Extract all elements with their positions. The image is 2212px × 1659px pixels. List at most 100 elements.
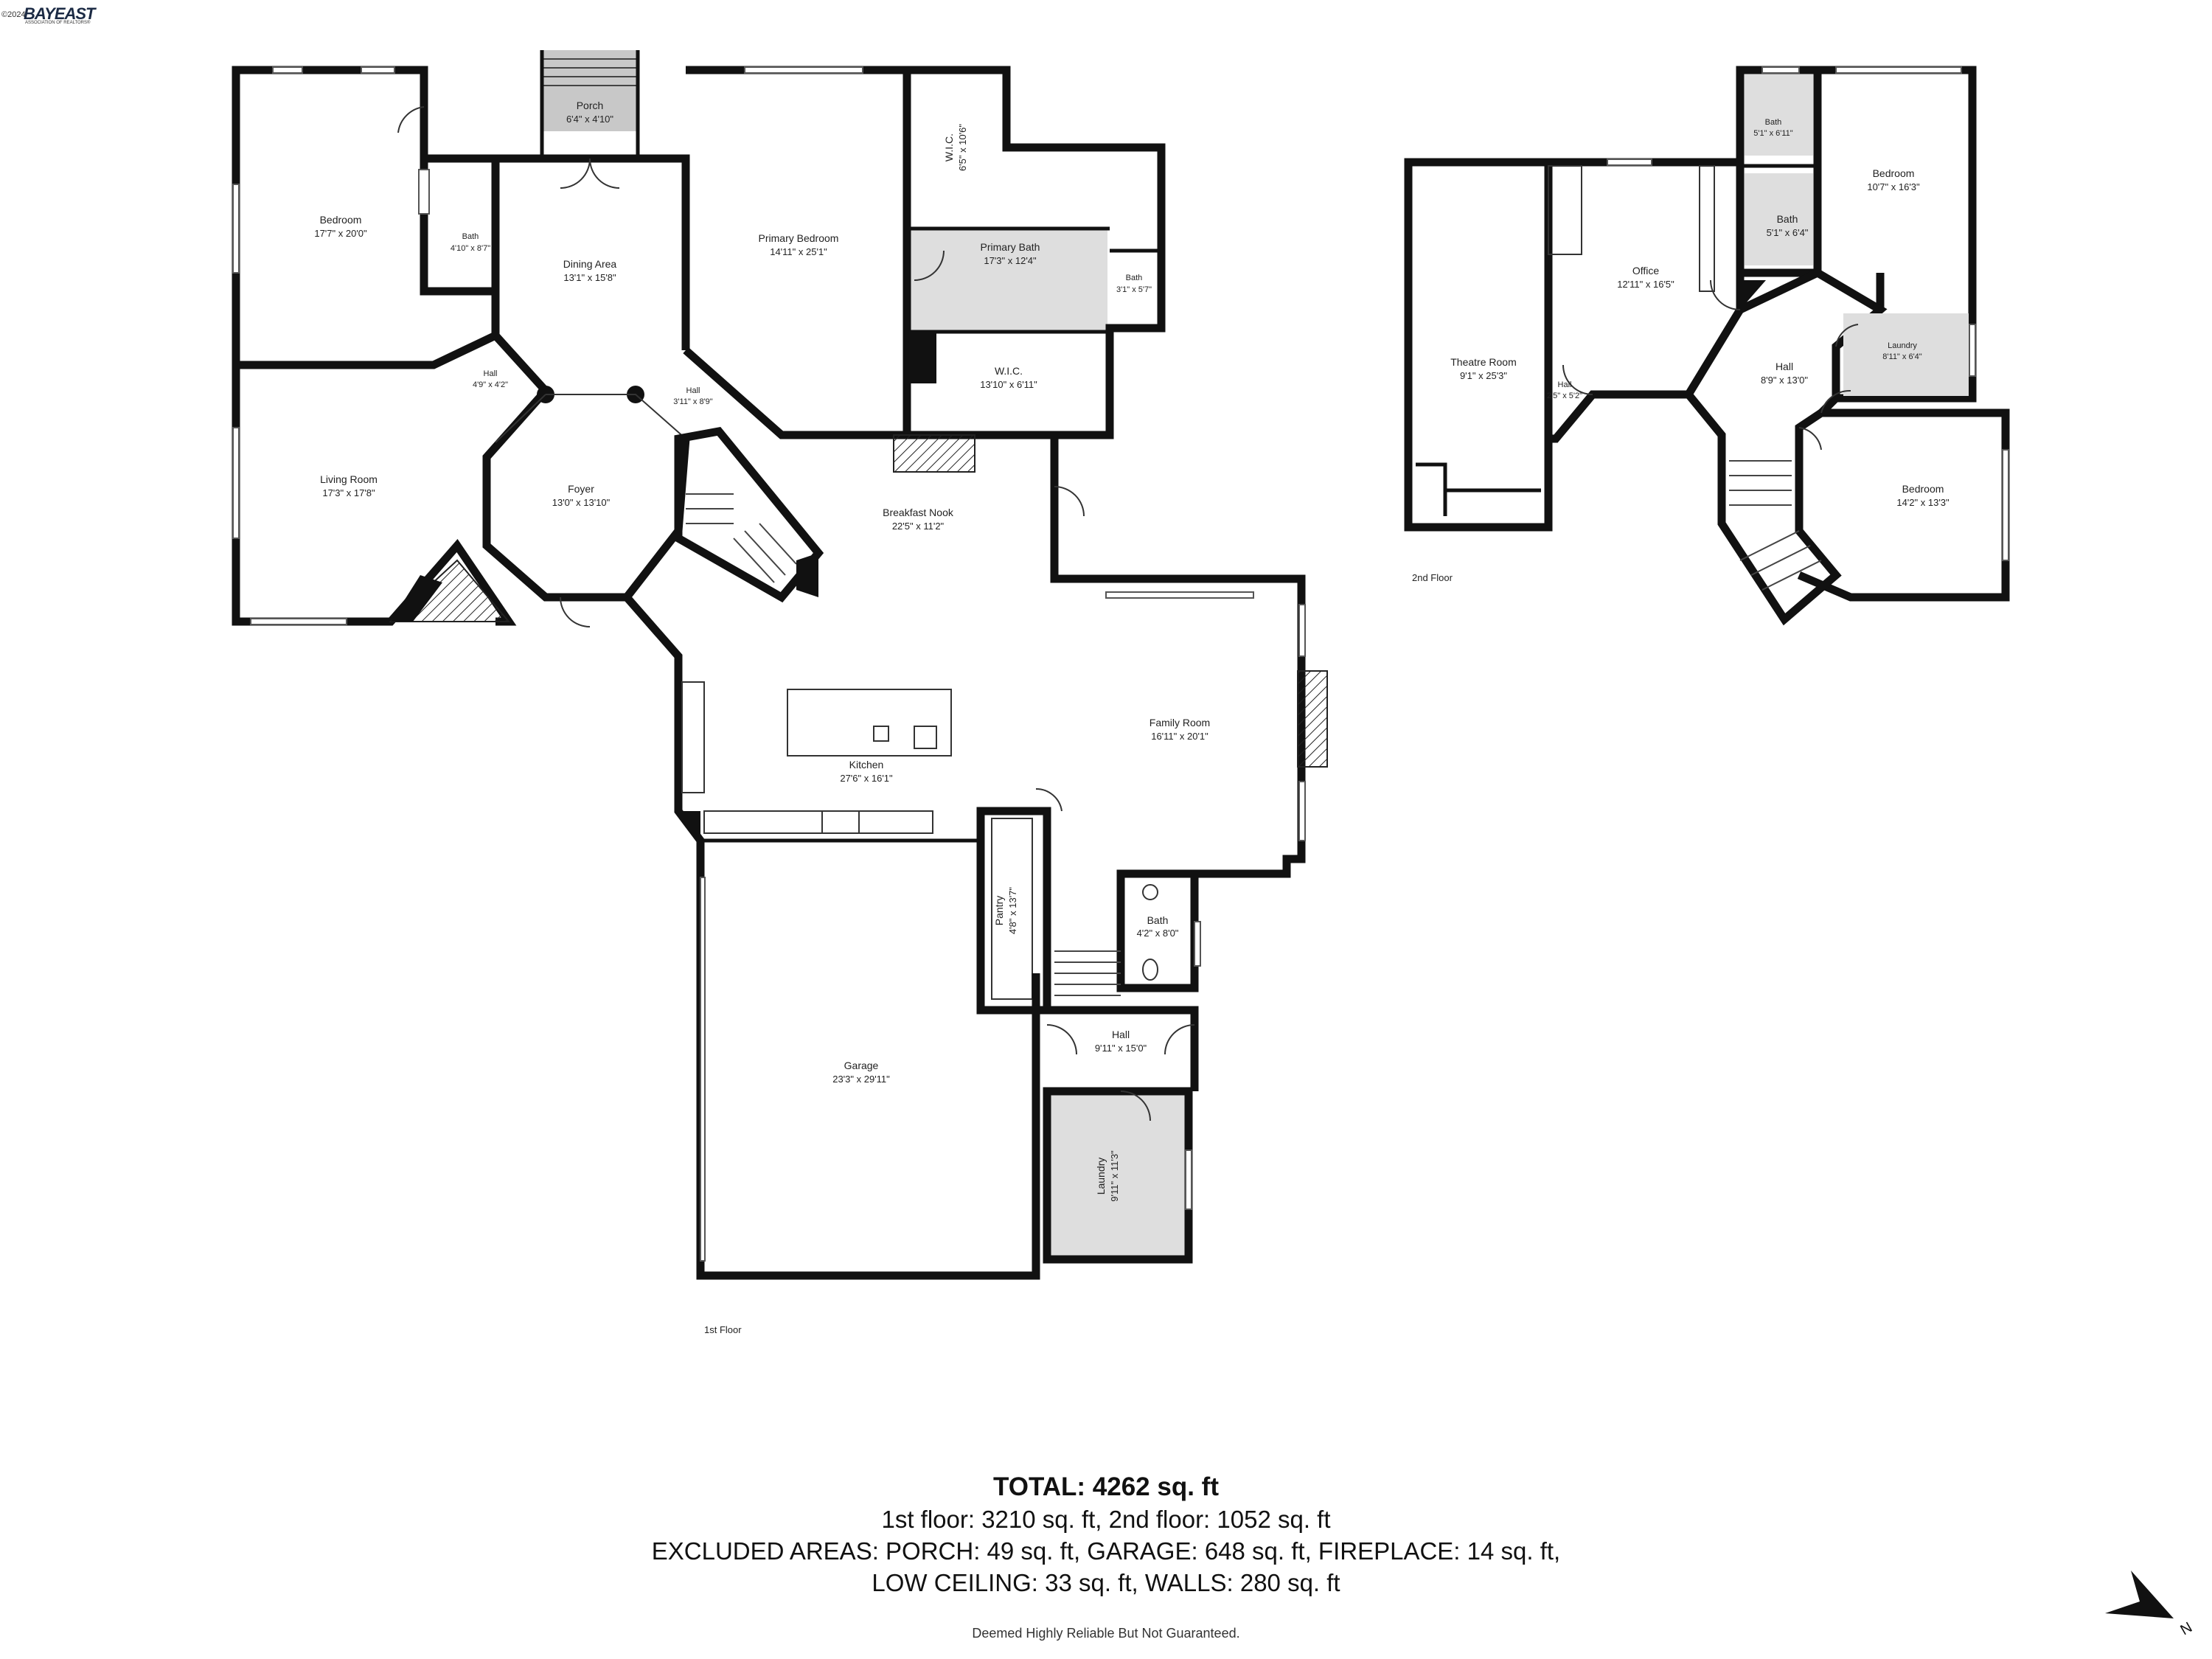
laundry-1-dim: 9'11" x 11'3" (1109, 1150, 1120, 1202)
bedroom-west-walls (232, 66, 500, 369)
primary-bath-dim: 17'3" x 12'4" (984, 255, 1037, 266)
wall-solid-second (1740, 280, 1766, 310)
office-shelf (1548, 165, 1582, 255)
hall-a-dim: 4'9" x 4'2" (473, 380, 508, 389)
bath-1-walls (1116, 869, 1199, 992)
foyer-walls (482, 333, 690, 602)
bath-2b-label: Bath (1777, 213, 1798, 225)
second-floor-plan (1404, 66, 2010, 626)
office-label: Office (1632, 265, 1660, 276)
bedroom-ne-dim: 10'7" x 16'3" (1867, 181, 1920, 192)
second-stair-treads (1729, 460, 1822, 591)
dining-dim: 13'1" x 15'8" (563, 272, 616, 283)
office-closet (1699, 165, 1715, 292)
living-room-dim: 17'3" x 17'8" (322, 487, 375, 498)
hall-c-dim: 9'11" x 15'0" (1095, 1043, 1147, 1054)
hall-c-walls (1047, 1006, 1199, 1091)
primary-bedroom-dim: 14'11" x 25'1" (770, 246, 827, 257)
office-dim: 12'11" x 16'5" (1617, 279, 1674, 290)
porch-rails (540, 50, 640, 159)
laundry-1-label: Laundry (1095, 1158, 1107, 1195)
first-floor-plan (232, 50, 1328, 1280)
porch-fill (542, 50, 638, 131)
pantry-label: Pantry (993, 896, 1005, 925)
bedroom-ne-label: Bedroom (1873, 167, 1915, 179)
door-swings-first (397, 106, 1195, 1121)
family-room-label: Family Room (1150, 717, 1210, 728)
logo-brand: BAYEAST (24, 4, 95, 23)
porch-dim: 6'4" x 4'10" (566, 114, 613, 125)
laundry-2-fill (1843, 313, 1969, 396)
primary-bath-label: Primary Bath (981, 241, 1040, 253)
excluded-areas-1: EXCLUDED AREAS: PORCH: 49 sq. ft, GARAGE… (651, 1537, 1561, 1565)
windows-second (1607, 66, 2009, 561)
bedroom-se-dim: 14'2" x 13'3" (1896, 497, 1950, 508)
laundry-1-walls (1043, 1087, 1193, 1264)
hall-e-dim: 8'9" x 13'0" (1761, 375, 1808, 386)
bath-small-dim: 3'1" x 5'7" (1116, 285, 1152, 294)
kitchen-garage-walls (623, 594, 1040, 1280)
hall-b-dim: 3'11" x 8'9" (673, 397, 712, 406)
foyer-openings (495, 394, 686, 443)
living-room-label: Living Room (320, 473, 378, 485)
fireplace-nook (893, 434, 975, 473)
room-labels-first: Porch 6'4" x 4'10" Bedroom 17'7" x 20'0"… (314, 100, 1210, 1335)
second-floor-label: 2nd Floor (1412, 572, 1453, 583)
first-floor-label: 1st Floor (704, 1324, 742, 1335)
kitchen-label: Kitchen (849, 759, 884, 771)
theatre-room-label: Theatre Room (1450, 356, 1516, 368)
bath-2a-dim: 5'1" x 6'11" (1753, 129, 1792, 138)
theatre-low-ceiling (1416, 462, 1541, 516)
bath-2a-label: Bath (1765, 118, 1782, 127)
island-cooktop-icon (873, 726, 889, 742)
porch-label: Porch (577, 100, 604, 111)
bedroom-west-label: Bedroom (320, 214, 362, 226)
bath-2b-dim: 5'1" x 6'4" (1767, 227, 1809, 238)
total-area: TOTAL: 4262 sq. ft (993, 1472, 1219, 1501)
central-stair-treads (686, 493, 797, 583)
porch-steps (542, 58, 638, 86)
bath-1-sink-icon (1142, 884, 1158, 900)
dining-label: Dining Area (563, 258, 617, 270)
garage-door (700, 877, 706, 1262)
bath-west-label: Bath (462, 232, 479, 241)
bath-2b-fill (1745, 173, 1813, 265)
bath-1-dim: 4'2" x 8'0" (1137, 928, 1179, 939)
stair-second-walls (1685, 392, 1842, 626)
area-summary: TOTAL: 4262 sq. ft 1st floor: 3210 sq. f… (0, 1471, 2212, 1599)
theatre-room-walls (1404, 158, 1553, 532)
laundry-2-dim: 8'11" x 6'4" (1882, 352, 1921, 361)
bedroom-se-label: Bedroom (1902, 483, 1944, 495)
copyright-text: ©2024 (1, 10, 26, 19)
kitchen-back-counter (703, 810, 933, 834)
back-stair-treads (1054, 950, 1121, 996)
kitchen-dim: 27'6" x 16'1" (840, 773, 893, 784)
foyer-dim: 13'0" x 13'10" (552, 497, 611, 508)
breakfast-nook-label: Breakfast Nook (883, 507, 954, 518)
disclaimer: Deemed Highly Reliable But Not Guarantee… (972, 1626, 1240, 1641)
room-labels-second: Theatre Room 9'1" x 25'3" Office 12'11" … (1412, 118, 1950, 583)
dining-walls (495, 154, 690, 350)
laundry-2-label: Laundry (1888, 341, 1917, 350)
island-sink-icon (914, 726, 937, 749)
primary-suite-partitions (907, 226, 1161, 334)
bath-1-toilet-icon (1142, 959, 1158, 981)
kitchen-side-counter (681, 681, 705, 793)
pantry-dim: 4'8" x 13'7" (1007, 887, 1018, 934)
kitchen-island (787, 689, 952, 757)
laundry-fill (1047, 1091, 1189, 1259)
door-swings-second (1562, 279, 1859, 451)
kitchen-corner-solid (678, 811, 700, 841)
primary-bath-fill (908, 229, 1107, 332)
stair-solid-west (391, 575, 442, 622)
fireplace-family (1297, 670, 1328, 768)
bath-2a-fill (1745, 74, 1813, 156)
hall-b-label: Hall (686, 386, 700, 395)
hall-e-label: Hall (1775, 361, 1793, 372)
stair-solid-central (796, 553, 818, 597)
windows-first (232, 66, 1306, 1210)
garage-dim: 23'3" x 29'11" (832, 1074, 890, 1085)
wic-bottom-dim: 13'10" x 6'11" (980, 379, 1037, 390)
nook-family-walls (818, 431, 1306, 878)
